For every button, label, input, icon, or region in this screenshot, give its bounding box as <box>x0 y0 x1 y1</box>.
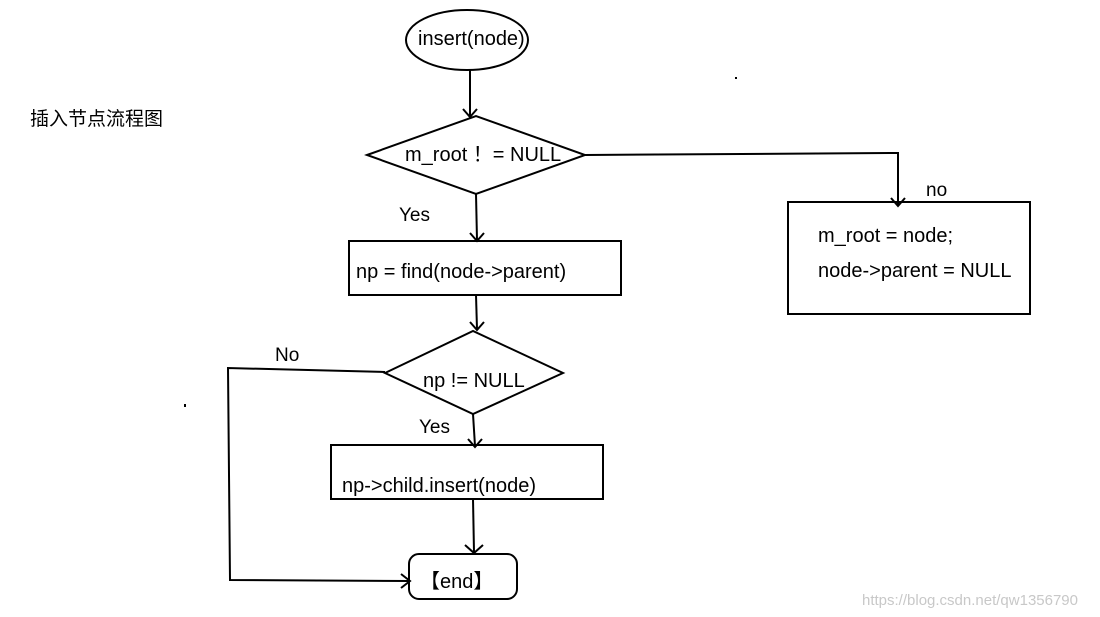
arrow-find-to-np-check <box>469 294 485 332</box>
find-parent-box: np = find(node->parent) <box>348 240 622 296</box>
end-node: 【end】 <box>408 553 518 600</box>
np-check-label: np != NULL <box>423 370 525 392</box>
child-insert-label: np->child.insert(node) <box>342 475 536 497</box>
arrow-np-yes <box>467 413 483 449</box>
stray-dot <box>184 404 186 407</box>
root-no-label: no <box>926 180 947 201</box>
watermark: https://blog.csdn.net/qw1356790 <box>862 592 1078 609</box>
set-root-box: m_root = node; node->parent = NULL <box>787 201 1031 315</box>
set-root-line-2: node->parent = NULL <box>818 260 1011 282</box>
arrow-child-to-end <box>464 498 484 555</box>
root-yes-label: Yes <box>399 205 430 226</box>
set-root-line-1: m_root = node; <box>818 225 953 247</box>
np-yes-label: Yes <box>419 417 450 438</box>
stray-dot <box>735 77 737 79</box>
arrow-root-no <box>584 151 906 208</box>
end-label: 【end】 <box>420 571 493 593</box>
start-label: insert(node) <box>418 28 525 50</box>
find-parent-label: np = find(node->parent) <box>356 261 566 283</box>
np-check-decision: np != NULL <box>382 329 566 416</box>
arrow-root-yes <box>469 193 485 243</box>
start-node: insert(node) <box>405 9 529 71</box>
child-insert-box: np->child.insert(node) <box>330 444 604 500</box>
arrow-start-to-root-check <box>462 70 478 119</box>
root-check-label: m_root ！= NULL <box>405 144 561 166</box>
page-title: 插入节点流程图 <box>30 108 163 130</box>
root-check-decision: m_root ！= NULL <box>364 114 588 196</box>
np-no-label: No <box>275 345 299 366</box>
